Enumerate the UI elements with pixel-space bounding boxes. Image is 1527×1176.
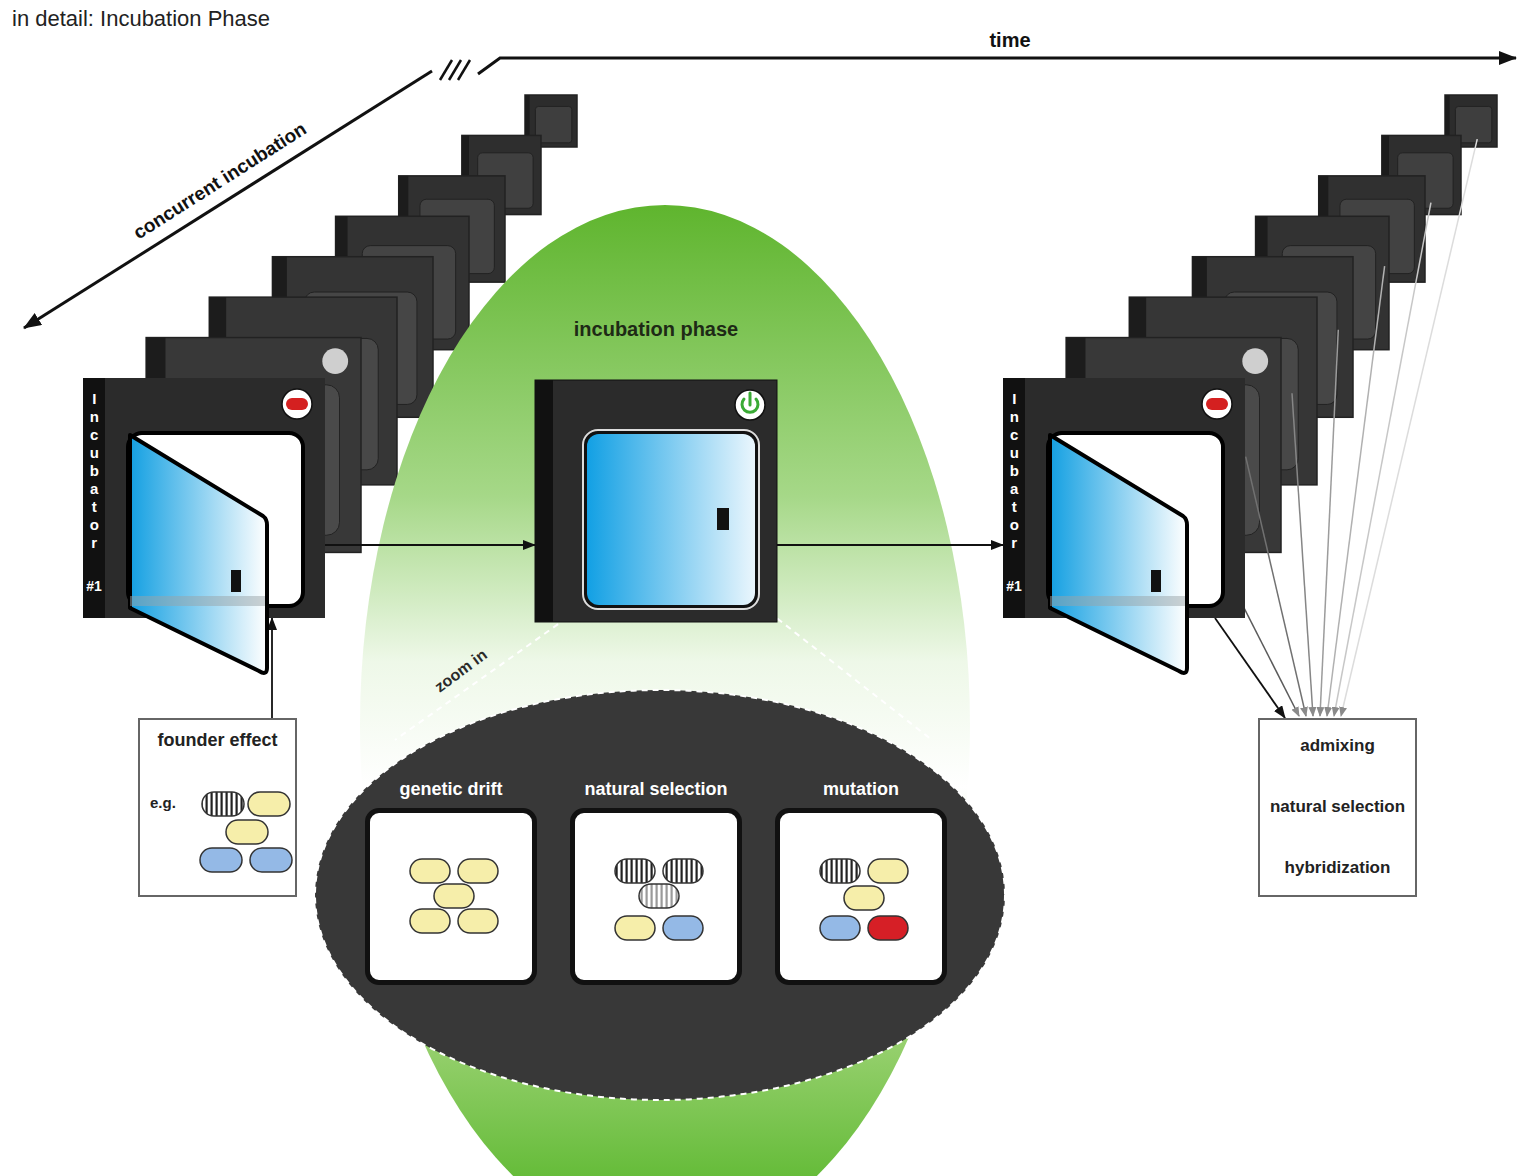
panel-frame [570, 808, 742, 985]
axis-label: time [989, 29, 1030, 52]
text-box: admixing natural selection hybridization [1258, 718, 1417, 897]
example-note: e.g. [150, 794, 176, 811]
cell-pill [868, 916, 908, 940]
box-heading: founder effect [157, 730, 277, 751]
power-on-symbol [749, 393, 752, 405]
cell-pill [226, 820, 268, 844]
incubator-strip [535, 380, 553, 622]
cell-pill [458, 909, 498, 933]
panel-heading: genetic drift [399, 779, 502, 800]
flow-arrow [325, 544, 535, 546]
incubator-label: Incubator [89, 390, 100, 552]
power-button [322, 348, 348, 374]
cell-pill [410, 909, 450, 933]
time-axis [478, 58, 1516, 74]
power-switch-off [286, 398, 308, 410]
outcome-item: natural selection [1270, 797, 1405, 817]
incubator-label: Incubator [1009, 390, 1020, 552]
merge-arrow [1246, 457, 1306, 716]
incubator-strip [83, 378, 105, 618]
panel-frame [775, 808, 947, 985]
incubator-body [535, 380, 777, 622]
cell-pill [820, 916, 860, 940]
window-frame [583, 430, 759, 609]
cell-pill [434, 884, 474, 908]
door-shadow [1050, 596, 1185, 606]
power-button [735, 390, 765, 420]
panel-heading: natural selection [584, 779, 727, 800]
door-shadow [130, 596, 265, 606]
cell-pill [202, 792, 244, 816]
closed-door [587, 434, 755, 605]
cell-pill [844, 886, 884, 910]
panel-heading: mutation [823, 779, 899, 800]
power-button [1202, 389, 1232, 419]
merge-arrow [1292, 393, 1313, 716]
axis-break [458, 60, 470, 80]
open-door [1050, 435, 1187, 673]
merge-arrow [1320, 330, 1338, 716]
cell-population [370, 813, 532, 980]
panel-frame [365, 808, 537, 985]
incubator-strip [1003, 378, 1025, 618]
power-button [282, 389, 312, 419]
door-handle [717, 508, 729, 530]
cell-pill [639, 884, 679, 908]
text-box: founder effect e.g. [138, 718, 297, 897]
power-button [1242, 348, 1268, 374]
flow-arrow [777, 544, 1003, 546]
process-panel: mutation [775, 775, 947, 985]
incubator-drawing [83, 378, 325, 618]
cell-pill [458, 859, 498, 883]
cell-pill [248, 792, 290, 816]
incubator: Incubator #1 [83, 378, 325, 618]
process-panel: natural selection [570, 775, 742, 985]
incubator-number: #1 [1003, 578, 1025, 594]
open-door [130, 435, 267, 673]
outcome-item: admixing [1300, 736, 1375, 756]
incubator: Incubator #1 [1003, 378, 1245, 618]
cell-pill [410, 859, 450, 883]
cell-population [575, 813, 737, 980]
incubator-number: #1 [83, 578, 105, 594]
door-handle [1151, 570, 1161, 592]
flow-arrow [271, 618, 273, 718]
incubator: incubation phase [535, 312, 777, 622]
diagram-title: in detail: Incubation Phase [12, 6, 270, 32]
outcome-item: hybridization [1285, 858, 1391, 878]
cell-pill [615, 916, 655, 940]
cell-pill [200, 848, 242, 872]
door-handle [231, 570, 241, 592]
merge-arrow [1341, 139, 1477, 716]
cell-pill [615, 859, 655, 883]
cell-pill [820, 859, 860, 883]
cell-population [780, 813, 942, 980]
cell-pill [868, 859, 908, 883]
axis-label: concurrent incubation [129, 118, 310, 244]
zoom-lens [315, 690, 1005, 1100]
incubator-drawing [535, 312, 777, 622]
flow-arrow [1215, 618, 1285, 718]
cell-pill [250, 848, 292, 872]
phase-heading: incubation phase [574, 318, 738, 341]
merge-arrow [1334, 203, 1431, 716]
process-panel: genetic drift [365, 775, 537, 985]
power-switch-off [1206, 398, 1228, 410]
cell-pill [663, 916, 703, 940]
incubator-drawing [1003, 378, 1245, 618]
cell-pill [663, 859, 703, 883]
axis-label: zoom in [431, 646, 490, 696]
